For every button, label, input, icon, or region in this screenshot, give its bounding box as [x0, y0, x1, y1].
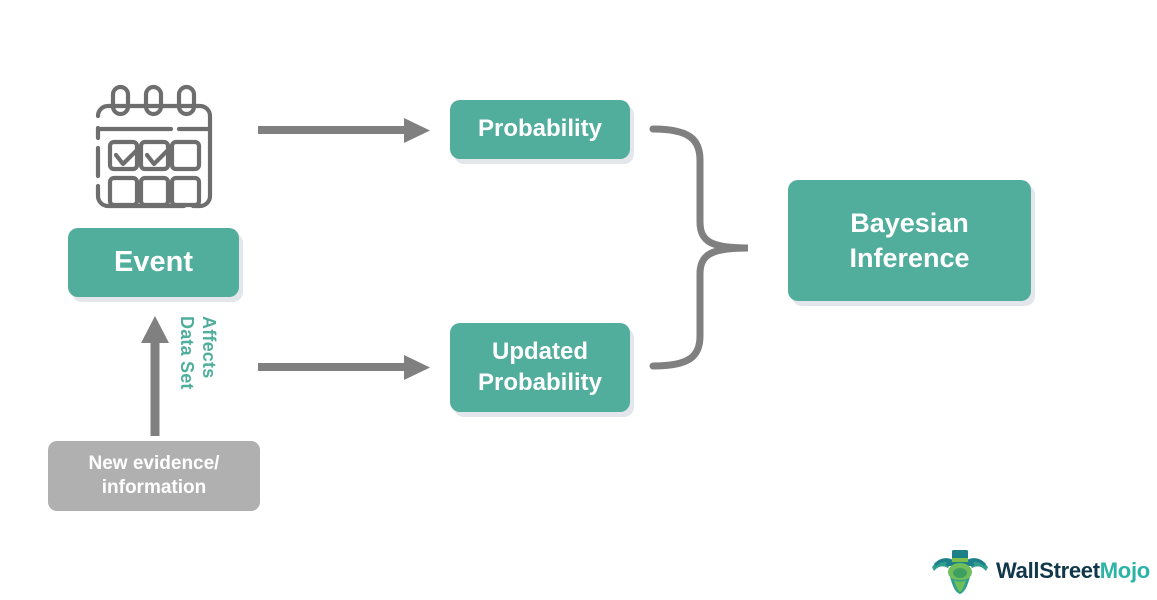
- node-bayesian-inference-label-line2: Inference: [849, 242, 970, 273]
- node-bayesian-inference-label-line1: Bayesian: [850, 207, 969, 238]
- node-updated-probability-label-line2: Probability: [477, 368, 603, 396]
- arrow-up-icon: [141, 316, 169, 436]
- node-updated-probability-label-line1: Updated: [492, 337, 588, 365]
- node-new-evidence-label-line2: information: [101, 477, 207, 498]
- logo-text-part-1: WallStreet: [996, 558, 1100, 583]
- node-updated-probability[interactable]: Updated Probability: [450, 323, 630, 412]
- edge-label-data-set: Data Set: [177, 316, 197, 390]
- node-bayesian-inference[interactable]: Bayesian Inference: [788, 180, 1031, 301]
- arrow-right-icon: [258, 118, 430, 143]
- node-new-evidence[interactable]: New evidence/ information: [48, 441, 260, 511]
- calendar-icon: [95, 84, 213, 209]
- arrow-right-icon: [258, 355, 430, 380]
- wallstreetmojo-logo[interactable]: WallStreetMojo: [928, 547, 1150, 595]
- logo-text-part-2: Mojo: [1099, 558, 1150, 583]
- logo-wordmark: WallStreetMojo: [996, 558, 1150, 584]
- node-event[interactable]: Event: [68, 228, 239, 297]
- node-probability[interactable]: Probability: [450, 100, 630, 159]
- node-new-evidence-label-line1: New evidence/: [88, 452, 220, 474]
- bull-logo-icon: [932, 550, 988, 594]
- curly-brace-icon: [649, 125, 749, 370]
- edge-label-affects: Affects: [199, 316, 219, 379]
- node-probability-label: Probability: [477, 115, 603, 143]
- node-event-label: Event: [114, 245, 193, 278]
